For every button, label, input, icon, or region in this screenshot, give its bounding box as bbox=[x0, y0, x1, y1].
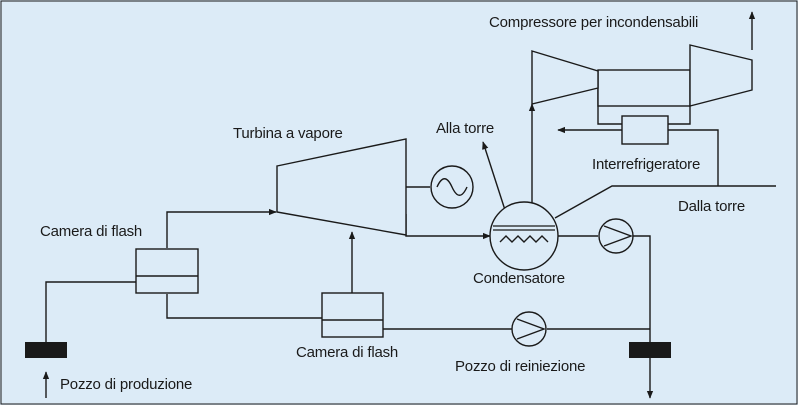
compressor-stage-1 bbox=[531, 50, 599, 105]
reinjection-well-block bbox=[629, 342, 671, 358]
pump-reinjection bbox=[511, 311, 547, 347]
to-tower-label: Alla torre bbox=[436, 120, 495, 137]
production-pipe bbox=[45, 281, 136, 342]
steam-line-to-turbine bbox=[166, 208, 277, 248]
generator bbox=[430, 165, 474, 209]
condenser-label: Condensatore bbox=[473, 270, 565, 287]
reinjection-well-label: Pozzo di reiniezione bbox=[455, 358, 586, 375]
turbine-label: Turbina a vapore bbox=[233, 125, 343, 142]
production-well-label: Pozzo di produzione bbox=[60, 376, 193, 393]
from-tower-label: Dalla torre bbox=[678, 198, 745, 215]
condensate-to-reinjection-line bbox=[633, 235, 651, 342]
brine-line-to-flash-2 bbox=[166, 294, 323, 319]
steam-turbine bbox=[276, 138, 407, 236]
cooling-water-line bbox=[554, 185, 776, 219]
intercooler bbox=[621, 115, 669, 145]
flash-chamber-2-label: Camera di flash bbox=[296, 344, 399, 361]
exhaust-line-to-condenser bbox=[405, 214, 491, 240]
to-tower-arrow bbox=[482, 141, 506, 211]
compressor-shaft bbox=[597, 69, 691, 107]
condenser bbox=[489, 201, 559, 271]
intercooler-label: Interrefrigeratore bbox=[592, 156, 701, 173]
intercooler-water-in bbox=[668, 129, 719, 186]
compressor-stage-2 bbox=[689, 44, 753, 107]
flash-chamber-1-label: Camera di flash bbox=[40, 223, 143, 240]
flash-chamber-1 bbox=[135, 248, 199, 294]
production-well-block bbox=[25, 342, 67, 358]
pump-condensate bbox=[598, 218, 634, 254]
compressor-label: Compressore per incondensabili bbox=[489, 14, 699, 31]
flash-chamber-2 bbox=[321, 292, 384, 338]
